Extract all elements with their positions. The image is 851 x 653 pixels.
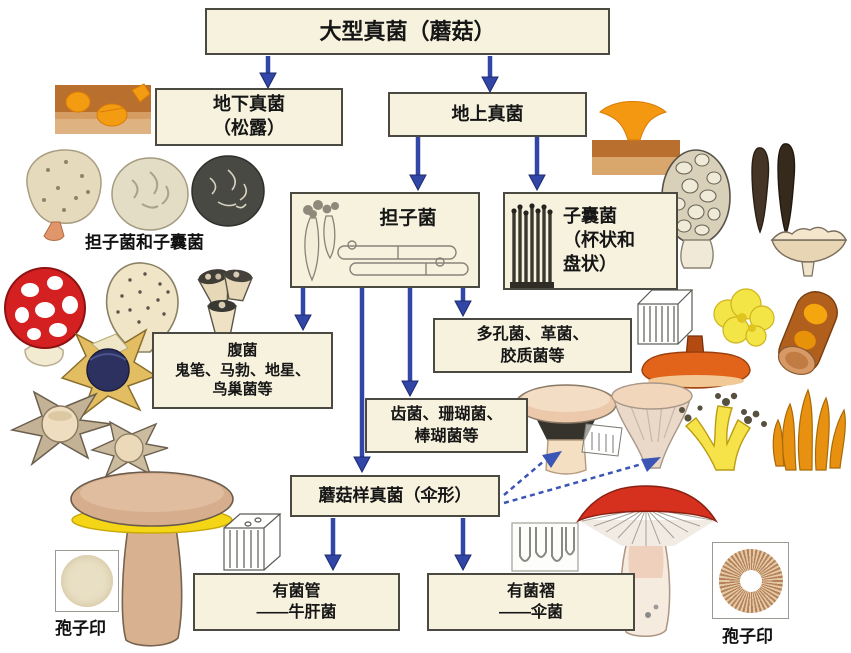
earthstars-illustration	[9, 390, 169, 478]
earth-tongues-illustration	[751, 143, 796, 237]
cup-fungus-illustration	[770, 226, 848, 277]
gill-structure-diagram	[511, 522, 579, 572]
label-spore-print-right: 孢子印	[722, 627, 773, 646]
label-basidio-and-asco: 担子菌和子囊菌	[85, 233, 204, 252]
pore-structure-cube-icon	[637, 289, 694, 345]
truffle-sections-illustration	[26, 149, 265, 241]
yellow-coral-fungus-illustration	[679, 392, 767, 471]
spore-print-center-hole	[739, 569, 762, 592]
node-underground-fungi: 地下真菌 （松露）	[155, 88, 343, 146]
buried-truffles-illustration	[55, 83, 151, 134]
red-cage-fungus-illustration	[4, 267, 86, 367]
node-ascomycetes: 子囊菌 （杯状和 盘状）	[503, 192, 678, 290]
tooth-fungus-mushroom-illustration	[515, 384, 623, 475]
node-title: 大型真菌（蘑菇）	[205, 8, 610, 55]
earthstar-dark-center-illustration	[60, 328, 158, 419]
node-basidiomycetes: 担子菌	[290, 192, 480, 288]
label-spore-print-left: 孢子印	[55, 619, 106, 638]
orange-log-fungus-illustration	[777, 291, 838, 376]
chanterelle-on-soil-illustration	[592, 101, 680, 175]
node-with-tubes-boletes: 有菌管 ——牛肝菌	[193, 573, 400, 631]
spore-print-pale	[55, 550, 119, 612]
node-umbrella-fungi: 蘑菇样真菌（伞形）	[290, 475, 500, 517]
node-aboveground-fungi: 地上真菌	[388, 92, 587, 137]
node-with-gills-agarics: 有菌褶 ——伞菌	[427, 573, 635, 631]
puffball-illustration	[105, 262, 179, 353]
spore-print-radial	[712, 542, 789, 619]
spore-print-radial-circle	[718, 548, 783, 613]
funnel-mushroom-illustration	[611, 382, 693, 469]
spore-print-pale-circle	[61, 555, 113, 607]
tube-structure-cube-icon	[223, 513, 282, 571]
orange-club-coral-illustration	[772, 388, 846, 471]
bolete-mushroom-illustration	[70, 471, 234, 647]
node-polypores: 多孔菌、革菌、 胶质菌等	[433, 318, 632, 373]
node-gasteroid-fungi: 腹菌 鬼笔、马勃、地星、 鸟巢菌等	[152, 332, 333, 409]
birds-nest-fungi-illustration	[197, 269, 254, 337]
node-tooth-coral-fungi: 齿菌、珊瑚菌、 棒瑚菌等	[365, 398, 528, 453]
yellow-jelly-fungus-illustration	[713, 288, 775, 347]
